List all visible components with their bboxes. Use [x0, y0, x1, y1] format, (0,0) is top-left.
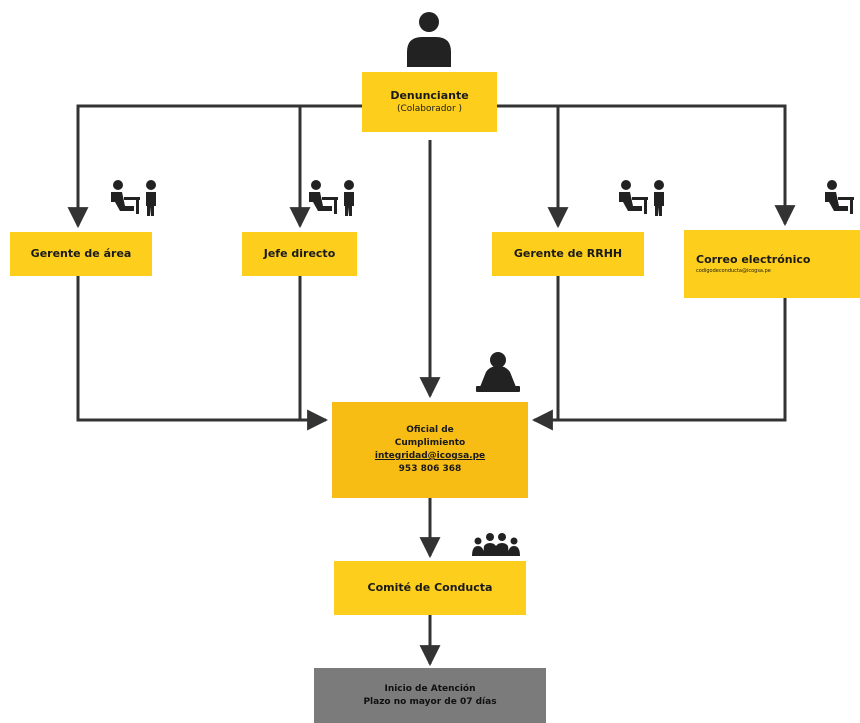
oficial-line1: Oficial de	[406, 425, 454, 435]
gerente-area-label: Gerente de área	[30, 247, 132, 260]
oficial-line2: Cumplimiento	[394, 438, 466, 448]
connector-left-branch	[67, 104, 362, 229]
person-icon	[407, 12, 451, 67]
connector-right-branch	[497, 104, 796, 227]
denunciante-subtitle: (Colaborador )	[396, 103, 463, 114]
gerente-area-box: Gerente de área	[10, 232, 152, 276]
denunciante-title: Denunciante	[390, 88, 469, 102]
desk-worker-icon	[619, 180, 664, 216]
oficial-email-link[interactable]: integridad@icogsa.pe	[374, 451, 486, 461]
correo-box: Correo electrónico codigodeconducta@icog…	[684, 230, 860, 298]
jefe-directo-label: Jefe directo	[263, 247, 336, 260]
connector-correo-to-oficial	[531, 298, 787, 431]
denunciante-box: Denunciante (Colaborador )	[362, 72, 497, 132]
connectors	[67, 104, 796, 667]
desk-worker-icon	[825, 180, 854, 214]
officer-at-desk-icon	[476, 352, 520, 392]
gerente-rrhh-box: Gerente de RRHH	[492, 232, 644, 276]
comite-box: Comité de Conducta	[334, 561, 526, 615]
connector-gerente-to-oficial	[76, 275, 329, 431]
correo-label: Correo electrónico	[696, 253, 811, 266]
oficial-box: Oficial de Cumplimiento integridad@icogs…	[332, 402, 528, 498]
comite-label: Comité de Conducta	[367, 581, 493, 594]
committee-group-icon	[472, 533, 520, 556]
correo-email[interactable]: codigodeconducta@icogsa.pe	[696, 268, 771, 274]
inicio-line1: Inicio de Atención	[384, 683, 476, 694]
desk-worker-icon	[111, 180, 156, 216]
inicio-line2: Plazo no mayor de 07 días	[363, 696, 497, 707]
inicio-box: Inicio de Atención Plazo no mayor de 07 …	[314, 668, 546, 723]
oficial-phone: 953 806 368	[398, 464, 462, 474]
gerente-rrhh-label: Gerente de RRHH	[513, 247, 623, 260]
jefe-directo-box: Jefe directo	[242, 232, 357, 276]
desk-worker-icon	[309, 180, 354, 216]
